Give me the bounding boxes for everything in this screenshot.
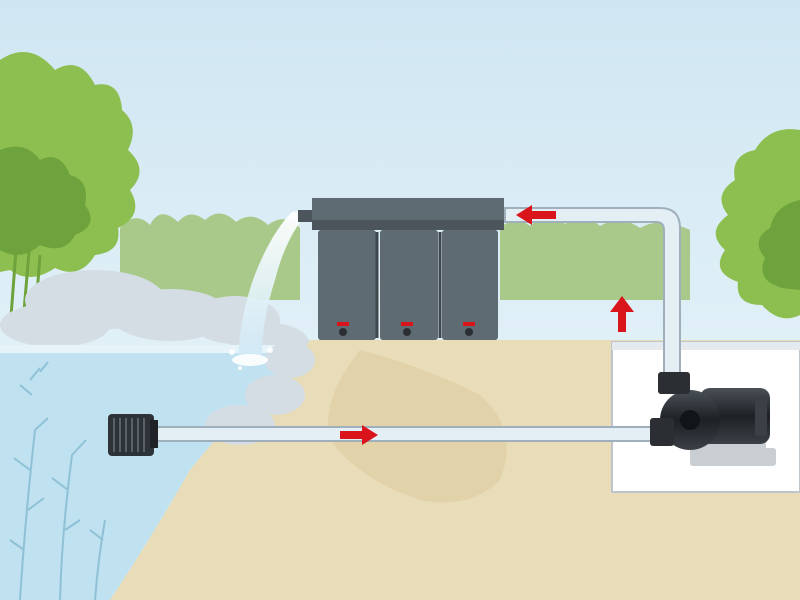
waterfall-splash	[229, 347, 273, 370]
pond-surface-line	[0, 345, 300, 353]
flow-arrow-right	[340, 425, 378, 445]
flow-arrow-up	[610, 296, 634, 332]
pump	[650, 372, 776, 466]
filter-box	[298, 198, 504, 340]
intake-pipe	[149, 426, 671, 442]
left-tree	[0, 52, 140, 336]
waterfall	[238, 211, 306, 356]
filter-chambers	[318, 230, 498, 340]
flow-arrows	[340, 205, 634, 445]
flow-arrow-left	[516, 205, 556, 225]
right-tree	[715, 129, 800, 319]
intake-strainer	[108, 414, 158, 456]
drain-valves	[337, 322, 475, 336]
water-plants	[9, 361, 106, 600]
